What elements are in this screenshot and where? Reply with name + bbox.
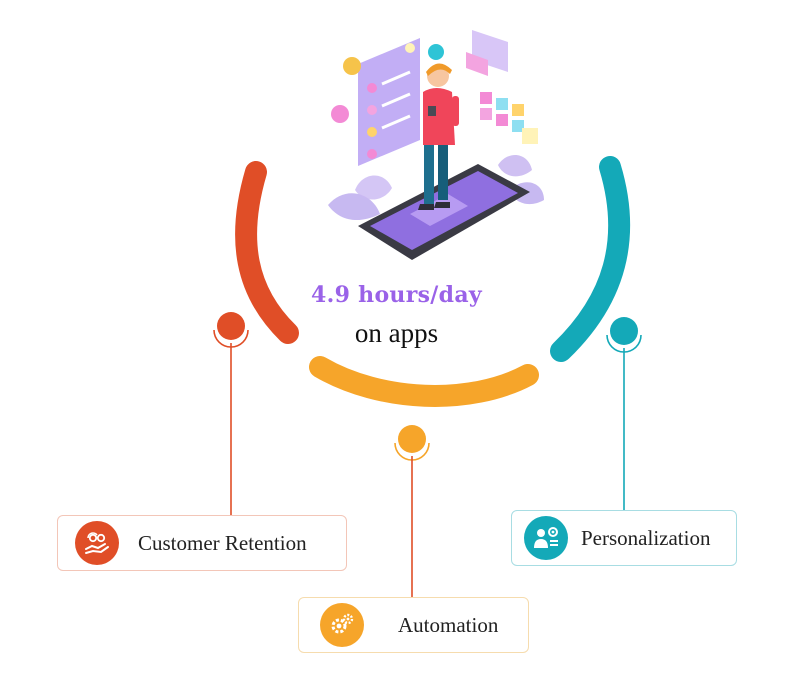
personalization-card: Personalization [511, 510, 737, 566]
person-using-smartphone-illustration [328, 30, 544, 260]
customer-retention-card: Customer Retention [57, 515, 347, 571]
stat-value: 4.9 hours/day [311, 282, 482, 308]
arc-segment-retention [235, 161, 299, 344]
user-settings-icon [524, 516, 568, 560]
stat-label: on apps [354, 318, 439, 348]
customer-retention-label: Customer Retention [138, 530, 307, 555]
connector-personalization [606, 317, 642, 510]
connector-automation [394, 425, 430, 597]
connector-retention [213, 312, 249, 515]
arc-segment-automation [309, 356, 539, 407]
automation-label: Automation [398, 612, 499, 637]
automation-card: Automation [298, 597, 529, 653]
customer-care-icon [75, 521, 119, 565]
personalization-label: Personalization [581, 525, 711, 550]
gears-icon [320, 603, 364, 647]
arc-segment-personalization [550, 156, 631, 362]
